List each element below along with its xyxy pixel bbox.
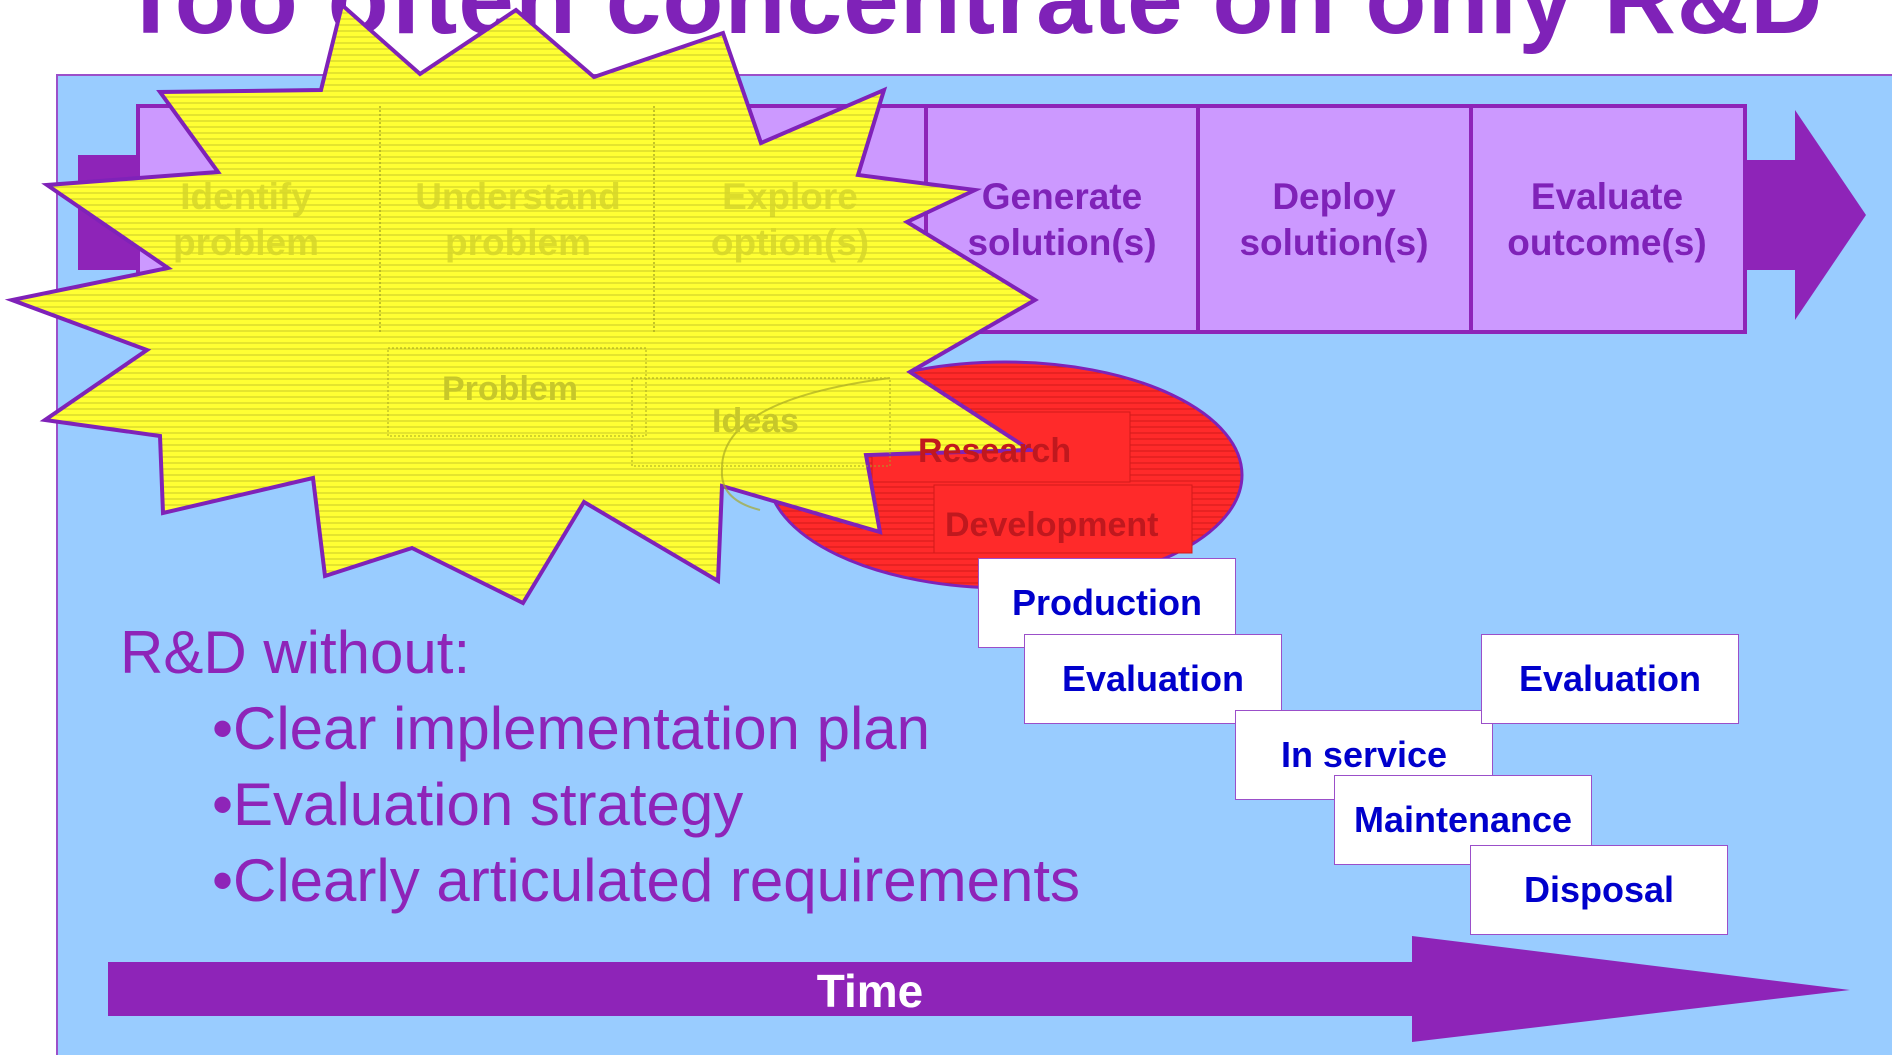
phase-evaluation-1: Evaluation [1024, 634, 1282, 724]
time-label: Time [816, 965, 924, 1017]
bullet-evaluation-strategy: •Evaluation strategy [212, 771, 744, 838]
phase-evaluation-2: Evaluation [1481, 634, 1739, 724]
time-arrow [108, 936, 1850, 1042]
star-internals [379, 106, 891, 511]
rd-without-intro: R&D without: [120, 619, 471, 686]
explosion-star [4, 1, 1039, 606]
research-label: Research [918, 432, 1072, 470]
bullet-implementation-plan: •Clear implementation plan [212, 695, 931, 762]
development-label: Development [945, 506, 1159, 544]
bullet-requirements: •Clearly articulated requirements [212, 847, 1081, 914]
ideas-label: Ideas [712, 402, 799, 440]
phase-disposal: Disposal [1470, 845, 1728, 935]
development-box [933, 484, 1193, 554]
phase-production: Production [978, 558, 1236, 648]
problem-label: Problem [442, 370, 579, 408]
slide-title: Too often concentrate on only R&D [120, 0, 1823, 57]
